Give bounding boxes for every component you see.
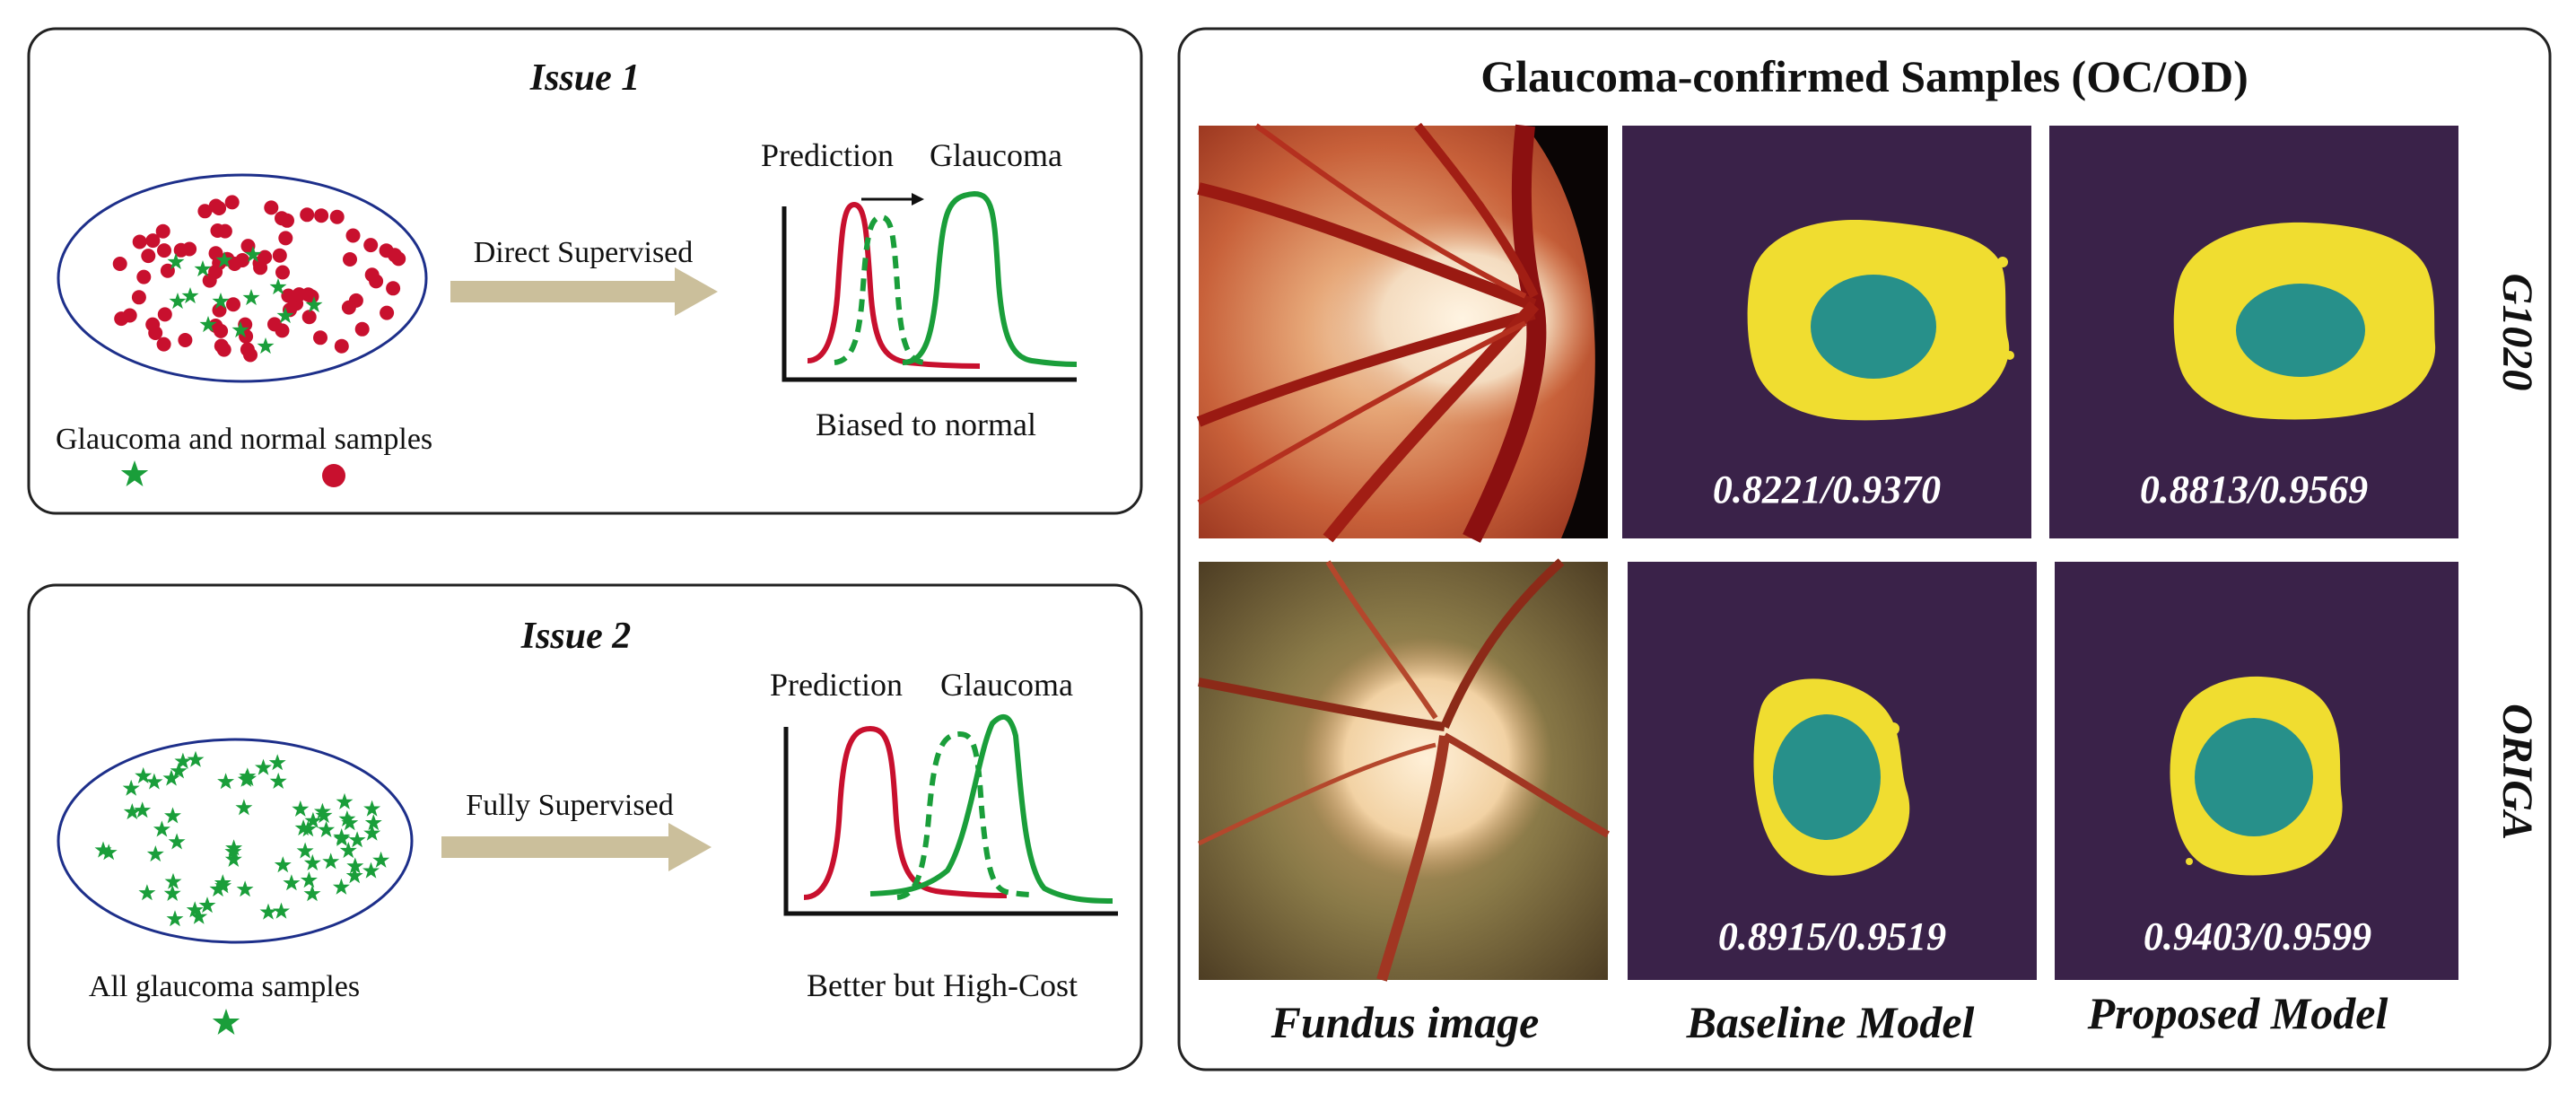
normal-sample-dot [345,228,361,243]
normal-sample-dot [217,223,232,239]
issue2-glaucoma-curve [869,713,1113,904]
normal-sample-dot [341,300,356,315]
issue2-prediction-label: Prediction [770,667,903,703]
fundus-image-origa [1197,558,1610,982]
issue2-title: Issue 2 [520,616,632,657]
baseline-segmentation-g1020: 0.8221/0.9370 [1622,126,2031,538]
issue1-normal-dots [112,195,406,363]
issue2-legend-text: All glaucoma samples [89,970,360,1003]
issue2-caption: Better but High-Cost [807,967,1078,1003]
issue2-arrow [441,823,712,871]
normal-sample-dot [156,337,171,352]
issue2-arrow-label: Fully Supervised [466,789,673,822]
issue1-arrow-label: Direct Supervised [474,236,694,269]
normal-sample-dot [300,207,315,223]
proposed-score-g1020: 0.8813/0.9569 [2140,468,2368,512]
normal-sample-dot [313,330,327,345]
fundus-image-g1020 [1196,122,1608,543]
normal-sample-dot [354,321,370,337]
normal-sample-dot [280,213,294,228]
issue1-prediction-label: Prediction [761,137,894,173]
normal-sample-dot [253,260,268,276]
proposed-segmentation-g1020: 0.8813/0.9569 [2049,126,2458,538]
optic-cup-region [2236,284,2365,377]
dataset-label-g1020: G1020 [2493,274,2541,391]
normal-sample-dot [278,231,293,246]
issue1-legend-dot-icon [322,464,345,487]
column-label-baseline: Baseline Model [1686,997,1975,1047]
normal-sample-dot [208,246,223,261]
normal-sample-dot [178,333,193,347]
issue2-dashed-curve [896,730,1033,900]
normal-sample-dot [334,338,349,354]
normal-sample-dot [112,257,127,271]
optic-cup-region [1811,275,1936,379]
normal-sample-dot [264,200,279,215]
issue2-prediction-curve [803,725,1008,900]
normal-sample-dot [226,297,240,312]
optic-cup-region [1773,714,1881,840]
normal-sample-dot [145,233,161,249]
normal-sample-dot [131,290,146,305]
normal-sample-dot [157,307,172,322]
normal-sample-dot [141,249,156,264]
normal-sample-dot [173,242,188,258]
issue2-distribution-plot [783,713,1118,916]
normal-sample-dot [240,342,255,357]
issue1-legend-text: Glaucoma and normal samples [56,423,432,456]
normal-sample-dot [386,281,401,296]
normal-sample-dot [197,204,213,219]
baseline-score-g1020: 0.8221/0.9370 [1713,468,1941,512]
results-panel: Glaucoma-confirmed Samples (OC/OD) 0.822… [1177,27,2552,1071]
issue1-glaucoma-curve [902,190,1078,367]
column-label-fundus: Fundus image [1271,997,1540,1047]
normal-sample-dot [227,257,242,271]
baseline-score-origa: 0.8915/0.9519 [1718,914,1946,958]
results-title: Glaucoma-confirmed Samples (OC/OD) [1480,51,2248,101]
column-label-proposed: Proposed Model [2087,988,2388,1038]
issue1-panel: Issue 1 Glaucoma and normal samples Dire… [27,27,1143,515]
normal-sample-dot [157,243,171,258]
normal-sample-dot [240,239,256,254]
normal-sample-dot [292,287,307,302]
normal-sample-dot [380,305,395,320]
issue1-shifted-dashed-curve [834,214,925,365]
issue1-title: Issue 1 [529,57,641,99]
proposed-segmentation-origa: 0.9403/0.9599 [2055,562,2458,980]
normal-sample-dot [314,208,329,223]
normal-sample-dot [136,269,152,284]
normal-sample-dot [272,248,287,263]
issue1-caption: Biased to normal [816,407,1036,442]
issue1-distribution-plot [782,190,1078,382]
dataset-label-origa: ORIGA [2493,704,2541,840]
issue2-panel: Issue 2 All glaucoma samples Fully Super… [27,583,1143,1071]
normal-sample-dot [155,223,170,239]
proposed-score-origa: 0.9403/0.9599 [2144,914,2371,958]
normal-sample-dot [224,195,240,210]
normal-sample-dot [216,342,231,357]
normal-sample-dot [364,267,380,283]
normal-sample-dot [145,317,161,332]
normal-sample-dot [363,238,379,253]
normal-sample-dot [114,311,129,327]
normal-sample-dot [343,252,357,267]
normal-sample-dot [214,323,229,338]
normal-sample-dot [208,198,223,214]
issue1-glaucoma-label: Glaucoma [930,137,1062,173]
normal-sample-dot [275,265,290,280]
normal-sample-dot [301,310,317,325]
issue2-glaucoma-label: Glaucoma [940,667,1073,703]
normal-sample-dot [132,234,147,249]
normal-sample-dot [267,317,282,332]
issue1-arrow [450,267,718,316]
normal-sample-dot [329,209,345,224]
normal-sample-dot [388,248,402,263]
optic-cup-region [2195,718,2313,836]
baseline-segmentation-origa: 0.8915/0.9519 [1628,562,2037,980]
